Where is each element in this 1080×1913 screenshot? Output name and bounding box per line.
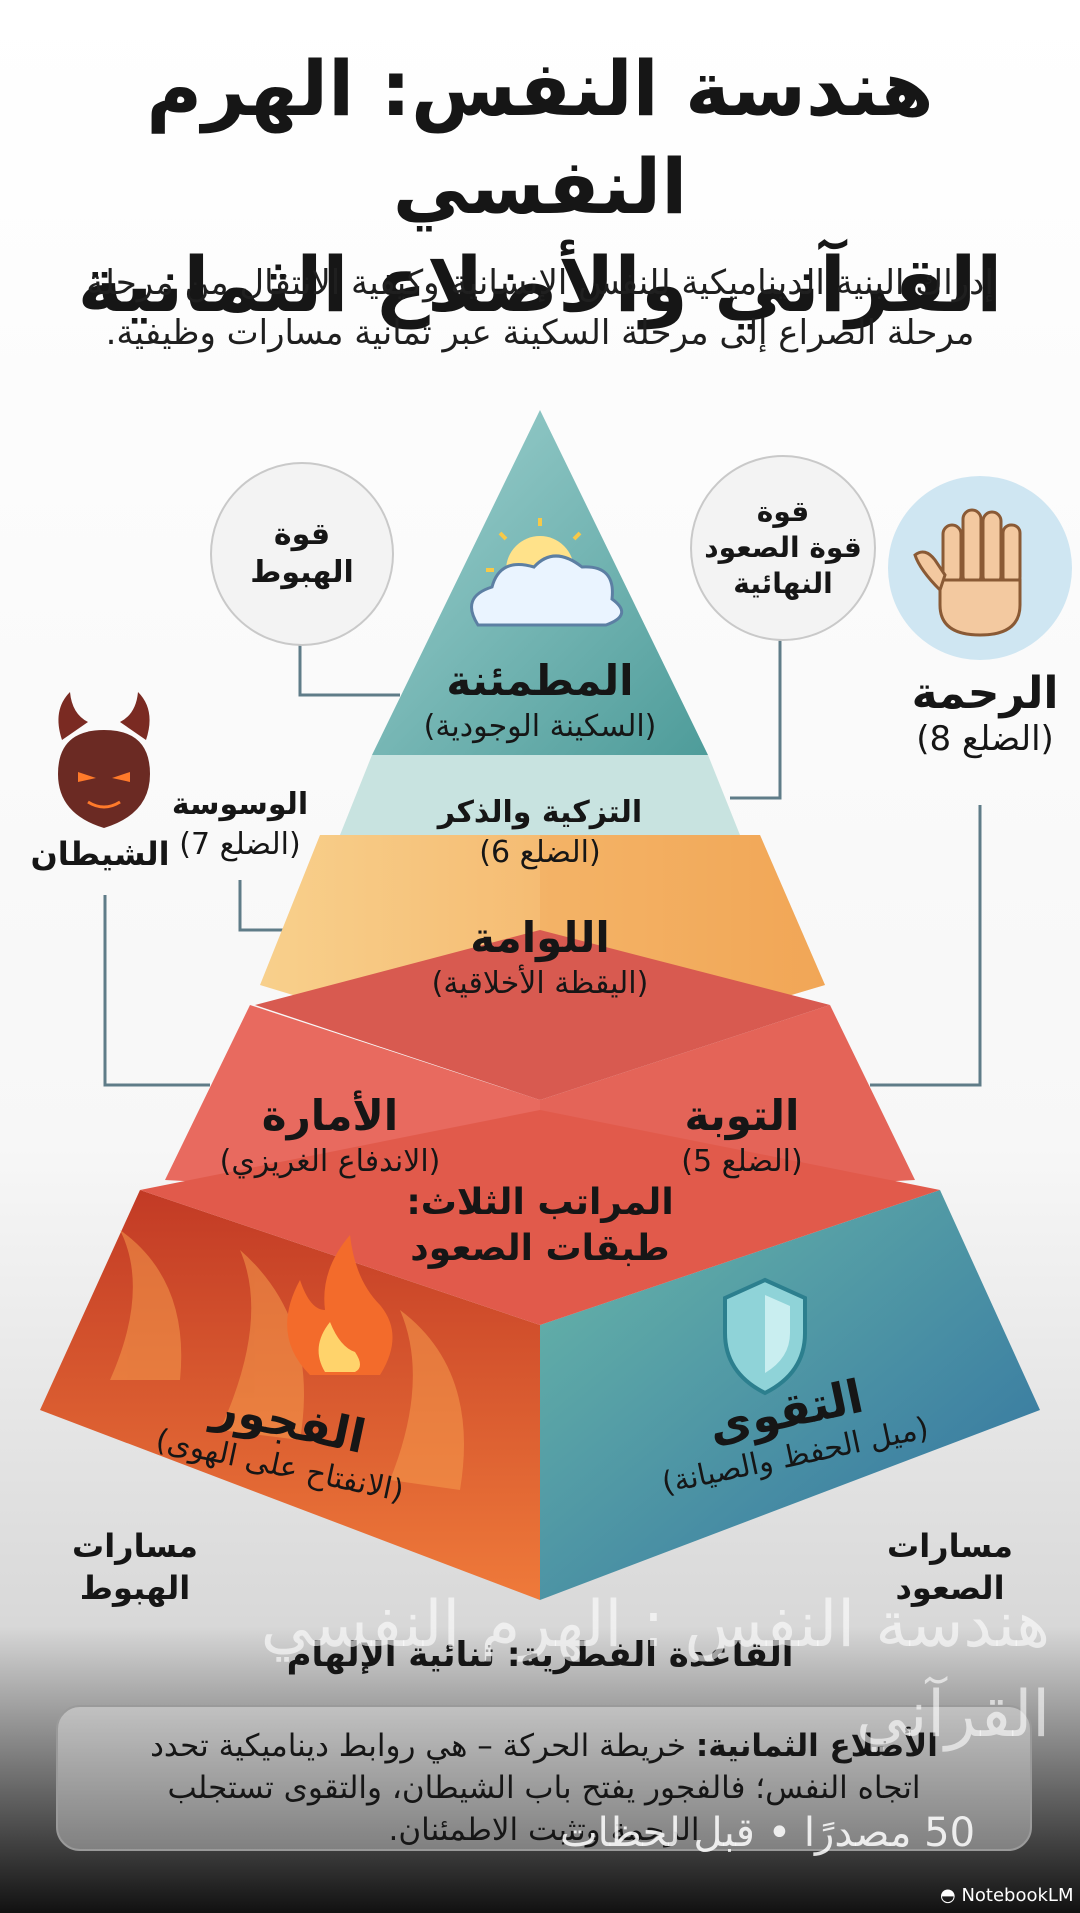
note-box: الأضلاع الثمانية: خريطة الحركة – هي رواب…: [56, 1705, 1032, 1851]
taqwa-level: [540, 1190, 1040, 1600]
note-bold: الأضلاع الثمانية:: [695, 1728, 938, 1764]
devil-icon: [58, 692, 150, 828]
base-title: القاعدة الفطرية: ثنائية الإلهام: [286, 1635, 794, 1675]
tawba-sub: (الضلع 5): [681, 1144, 803, 1179]
waswasa-label: الوسوسة (الضلع 7): [172, 785, 308, 865]
ascent-paths-line-2: الصعود: [895, 1569, 1005, 1607]
flames-decoration: [110, 1230, 464, 1490]
ascent-paths-line-1: مسارات: [887, 1527, 1013, 1565]
apex-name: المطمئنة: [446, 656, 634, 705]
title-line-1: هندسة النفس: الهرم النفسي: [146, 44, 934, 231]
connector-ascent: [730, 620, 782, 800]
ascent-power-circle: قوة قوة الصعود النهائية: [690, 455, 876, 641]
tazkiya-sub: (الضلع 6): [479, 835, 601, 870]
ranks-line-1: المراتب الثلاث:: [406, 1182, 674, 1223]
connector-shaytan: [103, 895, 210, 1087]
ranks-label: المراتب الثلاث: طبقات الصعود: [406, 1180, 673, 1272]
descent-power-line-1: قوة: [273, 517, 331, 552]
lawwama-sub: (اليقظة الأخلاقية): [431, 966, 649, 1001]
title-line-2: القرآني والأضلاع الثمانية: [77, 240, 1003, 329]
waswasa-sub: (الضلع 7): [179, 827, 301, 862]
brand-text: NotebookLM: [961, 1885, 1074, 1906]
apex-sub: (السكينة الوجودية): [423, 709, 657, 744]
note-text-2: اتجاه النفس؛ فالفجور يفتح باب الشيطان، و…: [167, 1770, 921, 1806]
shaytan-label: الشيطان: [30, 835, 170, 873]
page-title: هندسة النفس: الهرم النفسي القرآني والأضل…: [40, 40, 1040, 334]
ascent-paths-label: مسارات الصعود: [887, 1525, 1013, 1609]
descent-paths-line-1: مسارات: [72, 1527, 198, 1565]
tawba-name: التوبة: [684, 1091, 800, 1140]
waswasa-name: الوسوسة: [171, 787, 309, 822]
ammara-name: الأمارة: [261, 1091, 399, 1140]
tazkiya-label: التزكية والذكر (الضلع 6): [438, 793, 642, 873]
ascent-power-line-1: قوة: [756, 495, 810, 528]
ammara-sub: (الاندفاع الغريزي): [219, 1144, 441, 1179]
sun-cloud-icon: [470, 518, 623, 627]
subtitle-line-2: مرحلة الصراع إلى مرحلة السكينة عبر ثماني…: [105, 313, 975, 353]
tazkiya-name: التزكية والذكر: [437, 795, 643, 830]
descent-power-circle: قوة الهبوط: [210, 462, 394, 646]
page-subtitle: إدراك البنية الديناميكية للنفس الإنسانية…: [60, 258, 1020, 358]
mercy-name: الرحمة: [911, 668, 1059, 719]
brand-icon: ◓: [940, 1885, 962, 1906]
ranks-line-2: طبقات الصعود: [410, 1228, 670, 1269]
descent-paths-line-2: الهبوط: [79, 1569, 191, 1607]
connector-mercy: [870, 805, 982, 1087]
tazkiya-band: [340, 755, 740, 835]
connector-waswasa: [238, 880, 285, 932]
fire-icon: [287, 1235, 393, 1375]
ammara-label: الأمارة (الاندفاع الغريزي): [220, 1090, 441, 1182]
note-text-1: خريطة الحركة – هي روابط ديناميكية تحدد: [150, 1728, 696, 1764]
mercy-label: الرحمة (الضلع 8): [912, 668, 1059, 759]
overlay-title-line-2: القرآني: [856, 1678, 1050, 1752]
connector-descent: [298, 640, 400, 697]
mercy-sub: (الضلع 8): [916, 719, 1054, 759]
hand-icon: [913, 508, 1022, 637]
note-text-3: الرحمة وتثبت الاطمئنان.: [388, 1812, 700, 1848]
ascent-power-line-2: قوة الصعود: [704, 531, 862, 564]
brand-label: ◓ NotebookLM: [940, 1885, 1073, 1906]
shield-icon: [723, 1277, 807, 1396]
overlay-sources: 50 مصدرًا • قبل لحظات: [560, 1810, 976, 1856]
ascent-power-line-3: النهائية: [733, 567, 833, 600]
subtitle-line-1: إدراك البنية الديناميكية للنفس الإنسانية…: [86, 263, 994, 303]
overlay-title: هندسة النفس : الهرم النفسي القرآني: [150, 1580, 1050, 1760]
lawwama-name: اللوامة: [470, 913, 610, 962]
apex-label: المطمئنة (السكينة الوجودية): [424, 655, 657, 747]
tawba-label: التوبة (الضلع 5): [681, 1090, 802, 1182]
overlay-title-line-1: هندسة النفس : الهرم النفسي: [260, 1588, 1050, 1662]
descent-paths-label: مسارات الهبوط: [72, 1525, 198, 1609]
lawwama-label: اللوامة (اليقظة الأخلاقية): [432, 912, 649, 1004]
descent-power-line-2: الهبوط: [250, 555, 354, 590]
